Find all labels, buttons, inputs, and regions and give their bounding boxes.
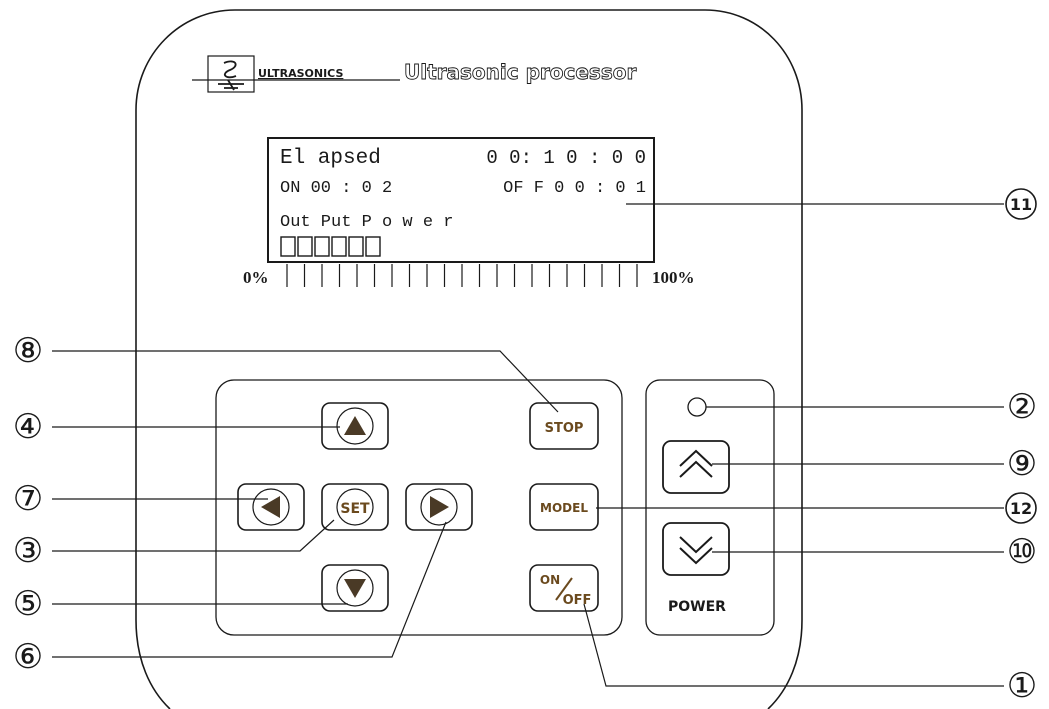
callout-12-circle (1005, 492, 1037, 524)
down-arrow-icon (344, 579, 366, 598)
on-label: ON (540, 573, 560, 587)
scale-max-label: 100% (652, 268, 695, 287)
logo-box (207, 55, 255, 93)
power-down-button[interactable] (662, 522, 730, 576)
callout-11-circle (1005, 188, 1037, 220)
callout-10: ⑩ (1007, 532, 1037, 572)
right-button[interactable] (405, 483, 473, 531)
callout-2: ② (1007, 387, 1037, 427)
callout-3: ③ (13, 531, 43, 571)
power-block (365, 236, 381, 257)
callout-8: ⑧ (13, 331, 43, 371)
leader-3 (52, 519, 335, 552)
stop-button-label: STOP (545, 421, 584, 436)
leader-6 (52, 521, 447, 658)
power-label: POWER (668, 599, 726, 615)
callout-4: ④ (13, 407, 43, 447)
lcd-off-time: OF F 0 0 : 0 1 (503, 179, 646, 198)
leader-8 (52, 350, 559, 413)
power-block (331, 236, 347, 257)
lcd-output-power-label: Out Put P o w e r (280, 213, 453, 232)
leader-lines (52, 203, 1004, 687)
double-chevron-up-icon (679, 449, 713, 478)
scale-ticks (286, 264, 638, 287)
lcd-elapsed-label: El apsed (280, 147, 381, 170)
model-button[interactable]: MODEL (529, 483, 599, 531)
callout-7: ⑦ (13, 479, 43, 519)
wave-logo-icon (218, 60, 244, 91)
up-arrow-icon (344, 416, 366, 435)
model-button-label: MODEL (540, 501, 588, 515)
scale-min-label: 0% (243, 268, 269, 287)
power-block (348, 236, 364, 257)
on-off-slash (555, 577, 573, 601)
power-block (314, 236, 330, 257)
callouts: ⑧ ④ ⑦ ③ ⑤ ⑥ ② ⑨ ⑩ ① 11 12 (13, 188, 1037, 706)
leader-1 (583, 603, 1004, 687)
device-body (135, 9, 803, 709)
brand-title: Ultrasonic processor (404, 60, 636, 84)
brand-small-text: ULTRASONICS (258, 67, 343, 80)
off-label: OFF (563, 593, 592, 608)
callout-5: ⑤ (13, 584, 43, 624)
lcd-power-blocks (280, 236, 381, 257)
lcd-display: El apsed 0 0: 1 0 : 0 0 ON 00 : 0 2 OF F… (267, 137, 655, 263)
set-button[interactable]: SET (321, 483, 389, 531)
double-chevron-down-icon (679, 536, 713, 565)
left-arrow-icon (261, 496, 280, 518)
callout-12: 12 (1010, 499, 1032, 518)
callout-1: ① (1007, 666, 1037, 706)
power-scale: 0% 100% (243, 264, 695, 287)
left-button[interactable] (237, 483, 305, 531)
set-button-label: SET (340, 501, 370, 517)
callout-9: ⑨ (1007, 444, 1037, 484)
on-off-button[interactable]: ON OFF (529, 564, 599, 612)
brand-row: ULTRASONICS Ultrasonic processor (192, 55, 637, 93)
up-button[interactable] (321, 402, 389, 450)
callout-6: ⑥ (13, 637, 43, 677)
callout-11: 11 (1010, 195, 1032, 214)
lcd-on-time: ON 00 : 0 2 (280, 179, 392, 198)
power-up-button[interactable] (662, 440, 730, 494)
right-arrow-icon (430, 496, 449, 518)
power-block (297, 236, 313, 257)
down-button[interactable] (321, 564, 389, 612)
lcd-elapsed-value: 0 0: 1 0 : 0 0 (486, 147, 646, 169)
power-block (280, 236, 296, 257)
power-indicator-led (687, 397, 707, 417)
stop-button[interactable]: STOP (529, 402, 599, 450)
